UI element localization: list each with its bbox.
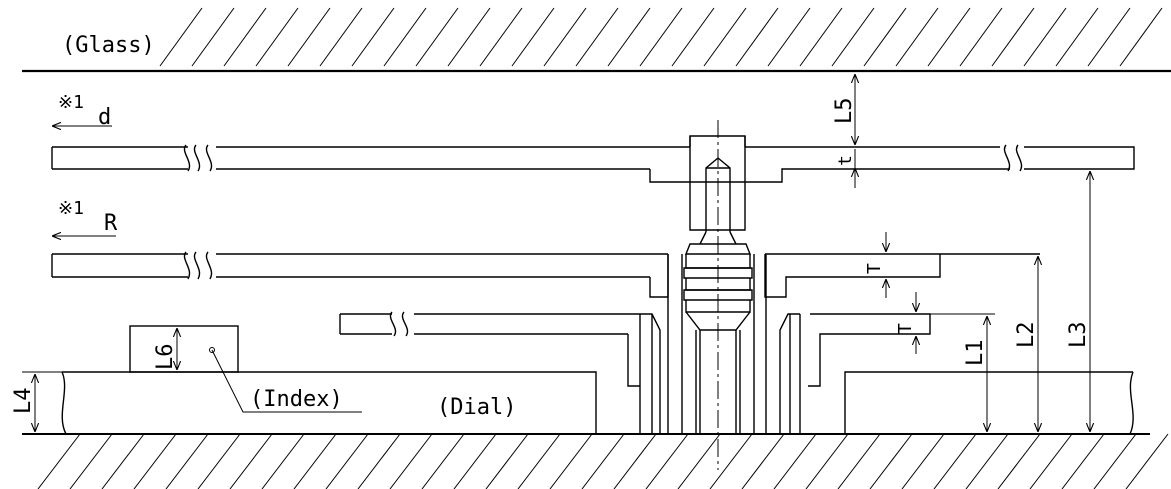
minute-hand: [51, 135, 1135, 231]
dim-l4: L4: [11, 388, 36, 415]
note-d-sub: d: [98, 105, 111, 130]
dim-l5: L5: [832, 98, 857, 125]
note-r-mark: ※1: [58, 198, 84, 219]
dial-label: (Dial): [437, 395, 516, 420]
dim-t-lower: t: [835, 155, 856, 166]
index-block: [129, 325, 239, 373]
hour-hand: [51, 251, 1040, 298]
index-leader: [211, 349, 362, 413]
dim-l2: L2: [1014, 322, 1039, 349]
center-pinion: [639, 157, 801, 434]
dim-l1: L1: [963, 340, 988, 367]
lower-hand: [339, 311, 931, 387]
dim-T-upper: T: [864, 263, 885, 274]
index-label: (Index): [250, 387, 343, 412]
base-hatching: [37, 433, 1169, 489]
note-d-mark: ※1: [58, 92, 84, 113]
glass-label: (Glass): [62, 33, 155, 58]
index-point: [209, 347, 215, 353]
dim-T-lower: T: [895, 323, 916, 334]
glass-hatching: [159, 7, 1163, 67]
dim-l6: L6: [153, 344, 178, 371]
note-r-sub: R: [104, 211, 118, 236]
dim-l3: L3: [1066, 322, 1091, 349]
dial-plate: [61, 371, 1134, 435]
